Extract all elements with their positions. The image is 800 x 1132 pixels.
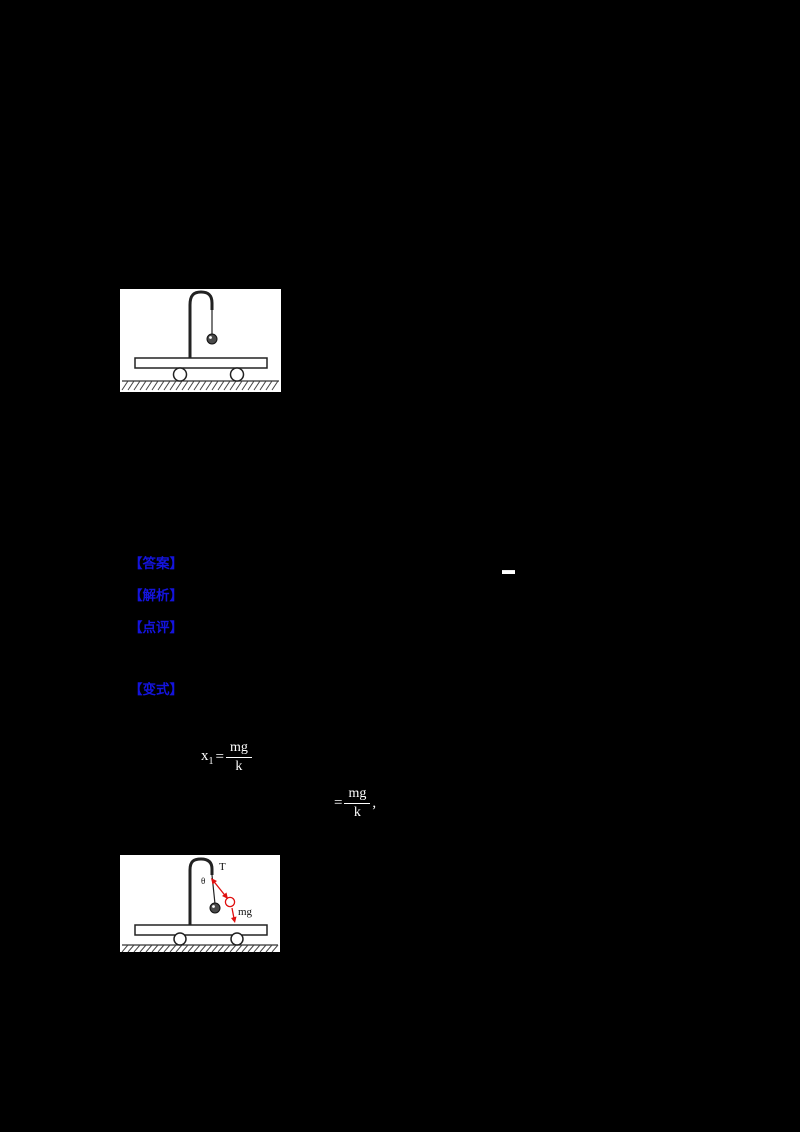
ball — [206, 333, 218, 345]
eq1-equals: = — [215, 749, 224, 766]
tension-arrowhead-up — [211, 878, 217, 885]
cart-wheel-right — [229, 367, 245, 382]
eq2-trailing-comma: , — [372, 795, 377, 812]
figure-cart-pendulum — [120, 289, 281, 392]
label-variant: 【变式】 — [129, 682, 183, 697]
tension-label: T — [219, 861, 226, 873]
weight-arrow-shaft — [231, 907, 235, 919]
eq2-numerator: mg — [344, 786, 371, 805]
equation-mg-over-k: = mg k , — [334, 786, 376, 821]
ground-hatching — [121, 380, 279, 391]
eq1-fraction: mg k — [225, 740, 252, 775]
cart-wheel-right — [230, 932, 244, 946]
ball-highlight — [212, 905, 215, 908]
label-analysis: 【解析】 — [129, 588, 183, 603]
cart-wheel-left — [172, 367, 188, 382]
angle-label: θ — [201, 876, 205, 886]
weight-label: mg — [238, 906, 253, 918]
displaced-ball-outline — [224, 896, 236, 908]
cart-wheel-left — [173, 932, 187, 946]
eq1-numerator: mg — [225, 740, 252, 759]
weight-arrowhead — [231, 916, 237, 923]
pole-with-hook — [188, 290, 214, 358]
figure-background — [120, 855, 280, 952]
eq2-denominator: k — [353, 805, 361, 821]
ball-highlight — [209, 336, 212, 339]
equation-x1: x1 = mg k — [201, 740, 252, 775]
eq1-subscript: 1 — [208, 756, 214, 768]
tension-arrowhead-down — [222, 892, 228, 899]
figure-background — [120, 289, 281, 392]
cart-forces-drawing: T θ mg — [120, 855, 280, 952]
eq2-equals: = — [334, 795, 343, 812]
blank-bar: ▬ — [502, 562, 515, 577]
eq1-variable-letter: x — [201, 748, 209, 765]
tension-arrow-shaft — [212, 880, 227, 897]
eq2-fraction: mg k — [344, 786, 371, 821]
label-comment: 【点评】 — [129, 620, 183, 635]
figure-cart-pendulum-forces: T θ mg — [120, 855, 280, 952]
pole-with-hook — [188, 857, 214, 925]
eq1-variable: x1 — [201, 748, 214, 767]
ball — [209, 902, 221, 914]
cart-platform — [134, 357, 268, 369]
cart-platform — [134, 924, 268, 936]
cart-pendulum-drawing — [120, 289, 281, 392]
ground-hatching — [121, 944, 279, 952]
eq1-denominator: k — [235, 759, 243, 775]
label-answer: 【答案】 — [129, 556, 183, 571]
